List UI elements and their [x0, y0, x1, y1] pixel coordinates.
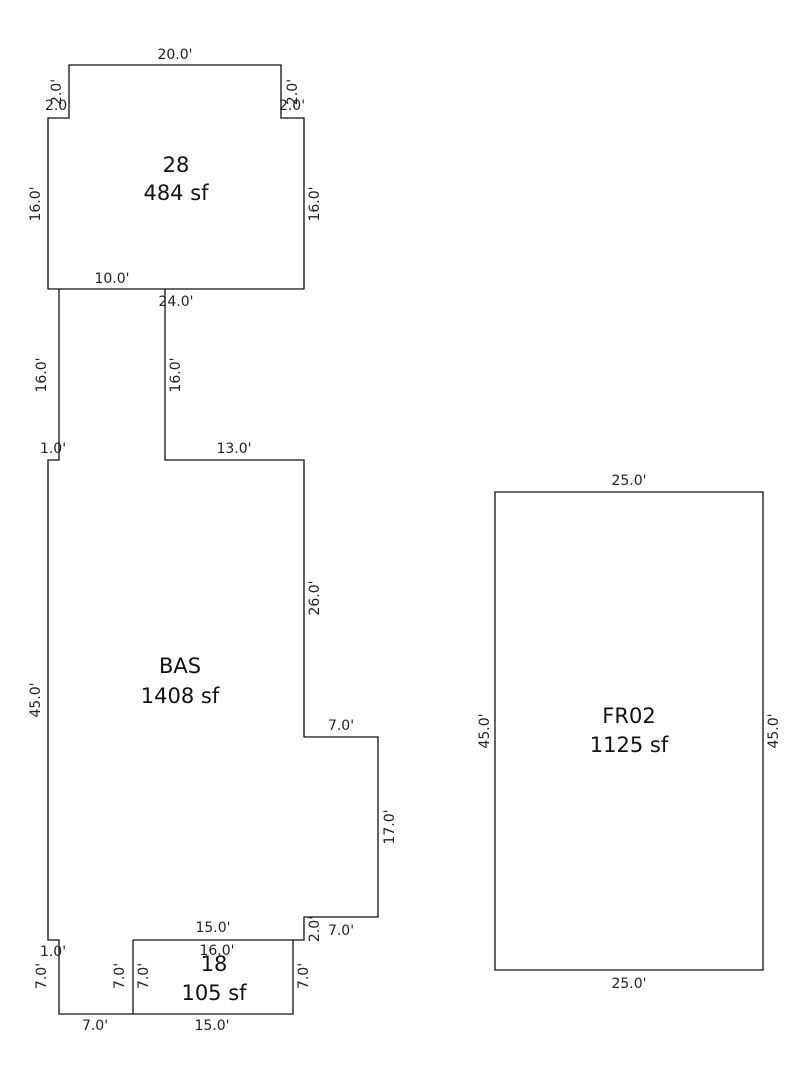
dim-label: 16.0' [28, 186, 44, 221]
dim-label: 15.0' [195, 920, 230, 936]
bas-outline [47, 289, 379, 1015]
dim-label: 1.0' [40, 944, 66, 960]
dim-label: 7.0' [82, 1018, 108, 1034]
dim-label: 25.0' [611, 473, 646, 489]
dim-label: 16.0' [307, 186, 323, 221]
dim-label: 7.0' [328, 718, 354, 734]
dim-label: 7.0' [34, 963, 50, 989]
fr02-outline [494, 491, 764, 971]
dim-label: 1.0' [40, 441, 66, 457]
dim-label: 7.0' [136, 963, 152, 989]
dim-label: 45.0' [766, 713, 782, 748]
dim-label: 16.0' [34, 357, 50, 392]
dim-label: 10.0' [94, 271, 129, 287]
bas-area: 1408 sf [141, 684, 220, 708]
dim-label: 2.0' [45, 98, 71, 114]
dim-label: 7.0' [296, 963, 312, 989]
dim-label: 17.0' [382, 809, 398, 844]
dim-label: 16.0' [199, 943, 234, 959]
bas-code: BAS [159, 654, 201, 678]
porch-area: 105 sf [181, 981, 247, 1005]
dim-label: 2.0' [285, 79, 301, 105]
dim-label: 24.0' [158, 294, 193, 310]
dim-label: 25.0' [611, 976, 646, 992]
dim-label: 15.0' [194, 1018, 229, 1034]
garage-outline [47, 64, 305, 290]
garage-code: 28 [163, 153, 190, 177]
dim-label: 20.0' [157, 47, 192, 63]
dim-label: 2.0' [49, 79, 65, 105]
garage-area: 484 sf [143, 181, 209, 205]
dim-label: 2.0' [307, 916, 323, 942]
dim-label: 2.0' [279, 98, 305, 114]
dim-label: 7.0' [328, 923, 354, 939]
dim-label: 13.0' [216, 441, 251, 457]
fr02-area: 1125 sf [590, 733, 669, 757]
dim-label: 26.0' [307, 580, 323, 615]
porch-code: 18 [201, 952, 228, 976]
dim-label: 45.0' [28, 682, 44, 717]
dim-label: 45.0' [477, 713, 493, 748]
fr02-code: FR02 [602, 704, 655, 728]
dim-label: 16.0' [168, 357, 184, 392]
dim-label: 7.0' [112, 963, 128, 989]
